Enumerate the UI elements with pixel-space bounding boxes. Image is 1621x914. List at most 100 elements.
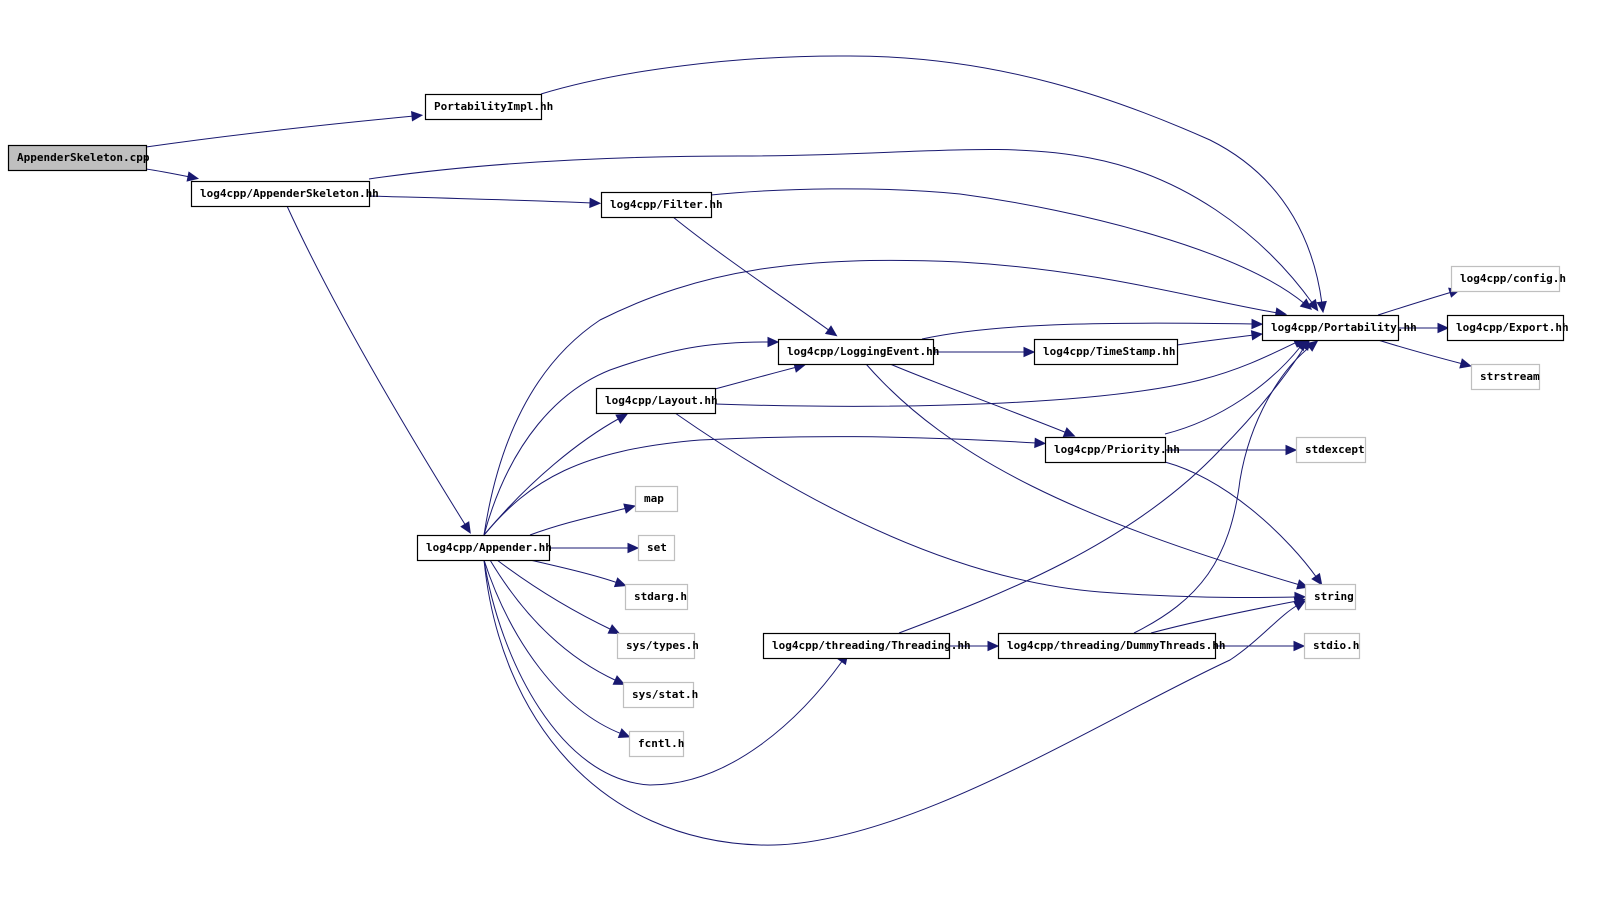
arrowhead-icon [1307, 298, 1319, 312]
node-box [997, 632, 1217, 660]
node-threading[interactable]: log4cpp/threading/Threading.hh [762, 632, 971, 660]
edge-line [483, 259, 1279, 536]
edge-line [483, 559, 1299, 846]
edge-appender-to-stdarg [529, 559, 627, 588]
node-box [628, 730, 685, 758]
node-label: AppenderSkeleton.cpp [17, 151, 150, 164]
arrowhead-icon [1437, 322, 1450, 334]
node-label: map [644, 492, 664, 505]
arrowhead-icon [613, 577, 627, 588]
node-label: stdarg.h [634, 590, 687, 603]
edge-line [483, 436, 1038, 536]
node-appskel[interactable]: log4cpp/AppenderSkeleton.hh [190, 180, 379, 208]
edge-line [714, 366, 798, 390]
arrowhead-icon [612, 675, 626, 685]
edge-dummythreads-to-string [1150, 596, 1307, 634]
node-export[interactable]: log4cpp/Export.hh [1446, 314, 1569, 342]
edge-line [489, 559, 618, 682]
node-label: log4cpp/threading/DummyThreads.hh [1007, 639, 1226, 652]
arrowhead-icon [617, 728, 631, 739]
edge-root-to-appskel [145, 168, 200, 182]
node-portimpl[interactable]: PortabilityImpl.hh [424, 93, 554, 121]
edge-dummythreads-to-portability [1133, 340, 1319, 634]
node-sysstat: sys/stat.h [622, 681, 698, 709]
node-portability[interactable]: log4cpp/Portability.hh [1261, 314, 1417, 342]
edge-priority-to-portability [1164, 338, 1307, 435]
arrowhead-icon [460, 521, 471, 534]
node-box [190, 180, 371, 208]
node-filter[interactable]: log4cpp/Filter.hh [600, 191, 723, 219]
node-box [1304, 583, 1357, 611]
node-box [1303, 632, 1361, 660]
edges-layer [145, 55, 1472, 846]
edge-line [865, 363, 1301, 586]
edge-logevent-to-priority [889, 363, 1076, 437]
arrowhead-icon [1062, 427, 1076, 437]
edge-logevent-to-portability [921, 318, 1264, 340]
node-root[interactable]: AppenderSkeleton.cpp [7, 144, 150, 172]
node-label: log4cpp/threading/Threading.hh [772, 639, 971, 652]
arrowhead-icon [411, 110, 424, 122]
node-timestamp[interactable]: log4cpp/TimeStamp.hh [1033, 338, 1179, 366]
node-priority[interactable]: log4cpp/Priority.hh [1044, 436, 1180, 464]
edge-appender-to-map [529, 503, 636, 536]
edge-line [1150, 600, 1298, 634]
edge-portability-to-config [1377, 287, 1461, 316]
edge-line [672, 216, 831, 332]
edge-line [710, 188, 1306, 305]
edge-line [368, 148, 1314, 305]
edge-portability-to-export [1398, 322, 1450, 334]
edge-appskel-to-filter [368, 195, 602, 209]
node-fcntl: fcntl.h [628, 730, 685, 758]
node-label: strstream [1480, 370, 1540, 383]
edge-line [529, 559, 619, 584]
edge-line [1133, 345, 1312, 634]
arrowhead-icon [186, 171, 200, 182]
node-box [1446, 314, 1565, 342]
node-dummythreads[interactable]: log4cpp/threading/DummyThreads.hh [997, 632, 1226, 660]
node-label: sys/stat.h [632, 688, 698, 701]
edge-line [1176, 334, 1255, 346]
arrowhead-icon [623, 503, 636, 514]
node-label: log4cpp/Portability.hh [1271, 321, 1417, 334]
node-string: string [1304, 583, 1357, 611]
node-box [600, 191, 713, 219]
node-box [1450, 265, 1561, 293]
edge-filter-to-logevent [672, 216, 838, 337]
arrowhead-icon [767, 336, 780, 348]
node-logevent[interactable]: log4cpp/LoggingEvent.hh [777, 338, 940, 366]
node-box [1470, 363, 1541, 391]
edge-appender-to-set [548, 542, 640, 554]
edge-line [889, 363, 1068, 434]
arrowhead-icon [824, 325, 838, 337]
arrowhead-icon [1023, 346, 1036, 358]
node-stdexcept: stdexcept [1295, 436, 1367, 464]
node-box [7, 144, 148, 172]
node-label: fcntl.h [638, 737, 684, 750]
arrowhead-icon [1293, 596, 1307, 607]
node-map: map [634, 485, 679, 513]
edge-line [921, 322, 1255, 340]
edge-line [1377, 291, 1453, 316]
node-config: log4cpp/config.h [1450, 265, 1566, 293]
edge-line [714, 341, 1298, 407]
node-layout[interactable]: log4cpp/Layout.hh [595, 387, 718, 415]
node-box [1261, 314, 1400, 342]
edge-dummythreads-to-stdio [1215, 640, 1306, 652]
edge-line [483, 559, 623, 735]
node-label: stdio.h [1313, 639, 1359, 652]
node-box [777, 338, 935, 366]
arrowhead-icon [1034, 437, 1047, 449]
edge-line [1164, 345, 1302, 435]
edge-line [496, 559, 613, 631]
edge-root-to-portimpl [145, 110, 424, 148]
node-label: log4cpp/Priority.hh [1054, 443, 1180, 456]
node-box [595, 387, 717, 415]
node-label: log4cpp/Export.hh [1456, 321, 1569, 334]
node-appender[interactable]: log4cpp/Appender.hh [416, 534, 552, 562]
node-box [624, 583, 689, 611]
node-box [616, 632, 696, 660]
edge-appender-to-sysstat [489, 559, 626, 685]
edge-timestamp-to-portability [1176, 330, 1264, 346]
